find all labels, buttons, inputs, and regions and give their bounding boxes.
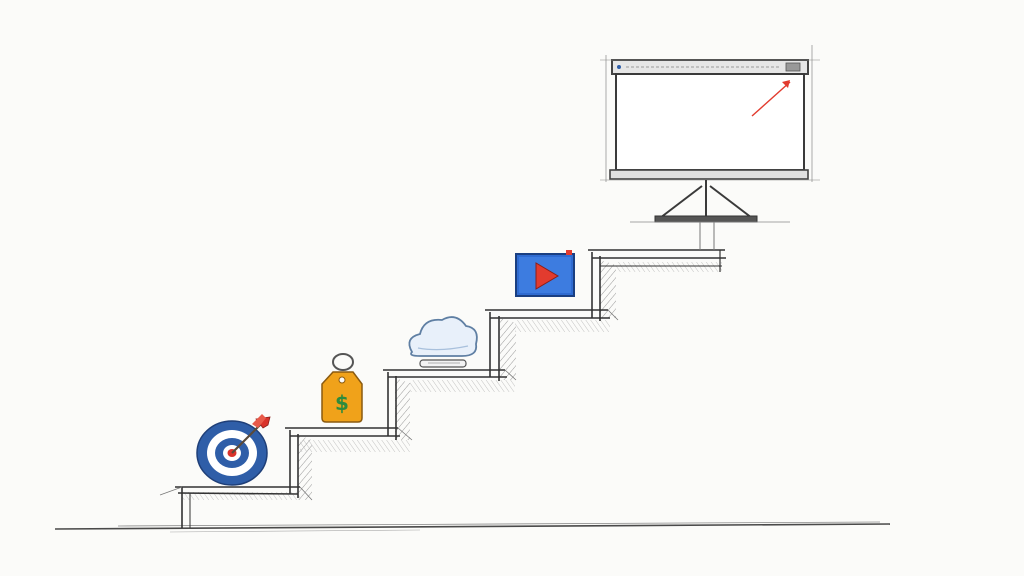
cloud-icon: [408, 316, 478, 368]
ground-line: [54, 521, 891, 533]
play-video-icon: [515, 250, 575, 297]
staircase-shading: [182, 260, 722, 500]
price-tag-icon: $: [321, 353, 363, 423]
staircase-outline: [159, 249, 726, 528]
target-with-arrow-icon: [196, 414, 271, 486]
presentation-screen-icon: [600, 45, 820, 250]
dollar-sign: $: [335, 391, 349, 415]
